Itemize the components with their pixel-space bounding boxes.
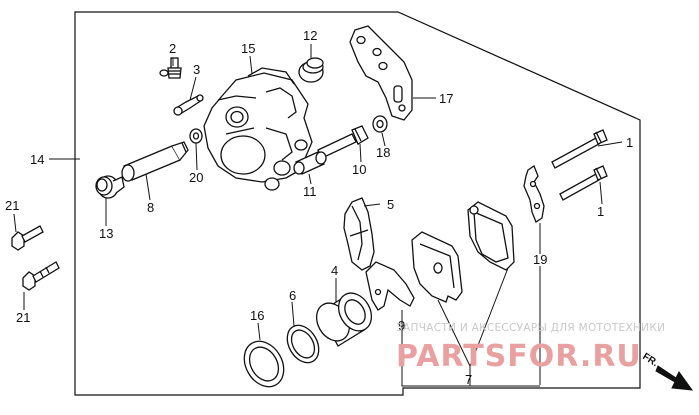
callout-2: 2 — [169, 41, 176, 56]
brake-pad-inner — [411, 231, 463, 303]
collar-11 — [293, 151, 327, 175]
pin-sleeve-8 — [121, 141, 189, 182]
callout-11: 11 — [303, 184, 317, 199]
callout-19: 19 — [533, 252, 547, 267]
boot-13 — [95, 175, 125, 199]
callout-1a: 1 — [626, 135, 633, 150]
watermark: ЗАПЧАСТИ И АКСЕССУАРЫ ДЛЯ МОТОТЕХНИКИ PA… — [396, 322, 665, 374]
callout-16: 16 — [250, 308, 264, 323]
watermark-logo: PARTSFOR.RU — [396, 339, 642, 374]
bleeder-screw — [159, 57, 182, 79]
piston-4 — [315, 292, 373, 347]
callout-21b: 21 — [16, 310, 30, 325]
callout-9: 9 — [398, 318, 405, 333]
callout-8: 8 — [147, 200, 154, 215]
pad-retainer-5 — [343, 197, 375, 271]
washer-20 — [189, 128, 203, 144]
washer-18 — [372, 115, 388, 133]
callout-17: 17 — [439, 91, 453, 106]
caliper-bracket — [349, 25, 413, 121]
watermark-caption: ЗАПЧАСТИ И АКСЕССУАРЫ ДЛЯ МОТОТЕХНИКИ — [396, 322, 665, 334]
pad-pins — [551, 129, 608, 201]
caliper-body — [203, 67, 313, 191]
callout-numbers: 1 1 2 3 4 5 6 7 8 9 10 11 12 13 14 15 16… — [5, 28, 633, 387]
callout-3: 3 — [193, 62, 200, 77]
bleeder-cap — [173, 94, 204, 116]
callout-4: 4 — [331, 263, 338, 278]
callout-18: 18 — [376, 145, 390, 160]
brake-pad-outer — [467, 201, 515, 271]
callout-15: 15 — [241, 41, 255, 56]
callout-12: 12 — [303, 28, 317, 43]
front-arrow-label: FR. — [640, 351, 660, 369]
callout-13: 13 — [99, 226, 113, 241]
callout-5: 5 — [387, 197, 394, 212]
anti-rattle-spring-9 — [365, 261, 415, 311]
pin-boot-12 — [298, 57, 324, 83]
leader-lines — [13, 44, 623, 387]
callout-7: 7 — [465, 372, 472, 387]
callout-20: 20 — [189, 170, 203, 185]
callout-14: 14 — [30, 152, 44, 167]
front-arrow-icon — [655, 365, 694, 391]
callout-21a: 21 — [5, 198, 19, 213]
callout-6: 6 — [289, 288, 296, 303]
callout-1b: 1 — [597, 204, 604, 219]
front-arrow: FR. — [640, 351, 694, 391]
pad-spring-19 — [523, 165, 545, 223]
callout-10: 10 — [352, 162, 366, 177]
dust-seal-6 — [286, 324, 320, 364]
assembly-frame — [74, 11, 641, 396]
mounting-bolts-21 — [11, 225, 60, 291]
piston-seal-16 — [243, 340, 285, 388]
